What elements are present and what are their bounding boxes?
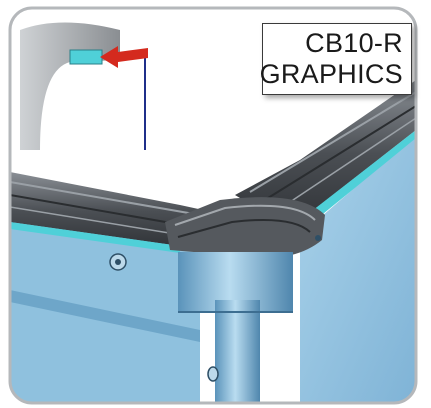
corner-post <box>215 300 260 403</box>
right-panel <box>300 135 416 403</box>
screw-icon <box>109 253 127 271</box>
inset-detail <box>10 8 165 158</box>
corner-cap <box>165 197 325 258</box>
model-label-line1: CB10-R <box>305 28 403 58</box>
model-label-line2: GRAPHICS <box>259 59 403 89</box>
arrow-icon <box>100 46 148 68</box>
front-panel <box>10 215 200 403</box>
model-label-box: CB10-R GRAPHICS <box>259 23 412 95</box>
screw-icon <box>207 366 219 382</box>
